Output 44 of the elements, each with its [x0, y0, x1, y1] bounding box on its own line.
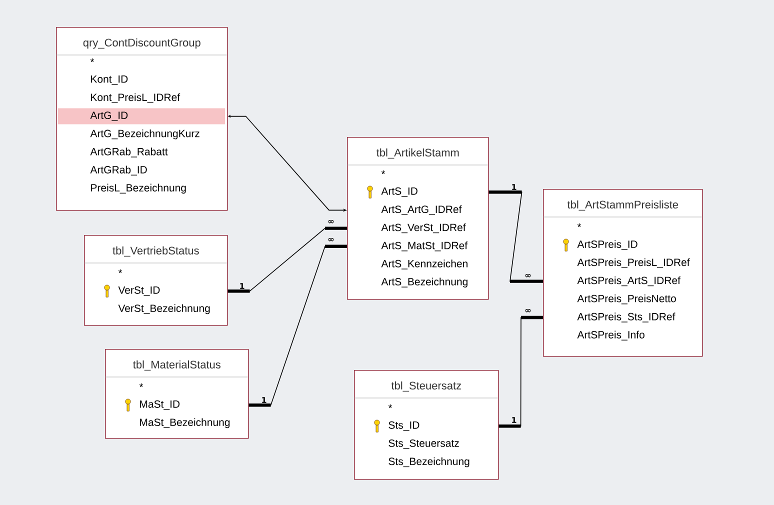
- cardinality-mark: ∞: [328, 238, 334, 242]
- field-name: ArtSPreis_Sts_IDRef: [577, 312, 676, 322]
- field-name: *: [118, 269, 122, 274]
- field-name: PreisL_Bezeichnung: [91, 184, 186, 194]
- cardinality-mark: ∞: [525, 274, 531, 278]
- field-name: ArtS_VerSt_IDRef: [381, 223, 466, 234]
- field-name: ArtS_Bezeichnung: [381, 278, 468, 288]
- field-name: ArtG_ID: [90, 112, 128, 121]
- cardinality-mark: ∞: [328, 220, 334, 224]
- field-name: *: [139, 383, 144, 388]
- field-name: VerSt_ID: [118, 286, 160, 296]
- cardinality-mark: 1: [512, 184, 516, 190]
- relationship-line: [488, 190, 543, 283]
- relationship-line: [248, 244, 347, 407]
- cardinality-mark: ∞: [525, 308, 531, 312]
- field-name: ArtSPreis_ID: [577, 240, 638, 250]
- field-name: ArtSPreis_PreisL_IDRef: [577, 258, 690, 268]
- field-name: *: [381, 170, 386, 174]
- field-name: ArtG_BezeichnungKurz: [90, 130, 200, 140]
- field-name: ArtGRab_ID: [90, 166, 147, 176]
- field-name: VerSt_Bezeichnung: [118, 304, 210, 314]
- field-name: Kont_PreisL_IDRef: [91, 93, 180, 104]
- field-name: ArtSPreis_ArtS_IDRef: [577, 276, 680, 286]
- cardinality-mark: 1: [240, 283, 244, 289]
- field-name: Sts_Bezeichnung: [388, 457, 470, 468]
- field-name: ArtS_Kennzeichen: [381, 260, 468, 270]
- field-name: ArtSPreis_Info: [577, 330, 644, 340]
- field-name: ArtGRab_Rabatt: [90, 148, 168, 158]
- field-name: ArtS_ID: [381, 187, 418, 197]
- field-name: *: [388, 404, 392, 408]
- field-name: MaSt_Bezeichnung: [140, 418, 230, 428]
- field-name: ArtSPreis_PreisNetto: [577, 294, 676, 304]
- field-name: ArtS_ArtG_IDRef: [381, 205, 462, 216]
- field-name: Sts_ID: [388, 421, 420, 431]
- field-name: ArtS_MatSt_IDRef: [381, 242, 468, 252]
- field-name: Sts_Steuersatz: [388, 440, 459, 449]
- relationship-line: [228, 226, 347, 293]
- cardinality-mark: 1: [262, 397, 266, 403]
- field-name: MaSt_ID: [140, 400, 180, 410]
- field-name: *: [577, 223, 582, 228]
- field-name: Kont_ID: [91, 75, 128, 85]
- relationship-line: [498, 316, 543, 428]
- cardinality-mark: 1: [512, 417, 516, 423]
- field-name: *: [90, 58, 94, 62]
